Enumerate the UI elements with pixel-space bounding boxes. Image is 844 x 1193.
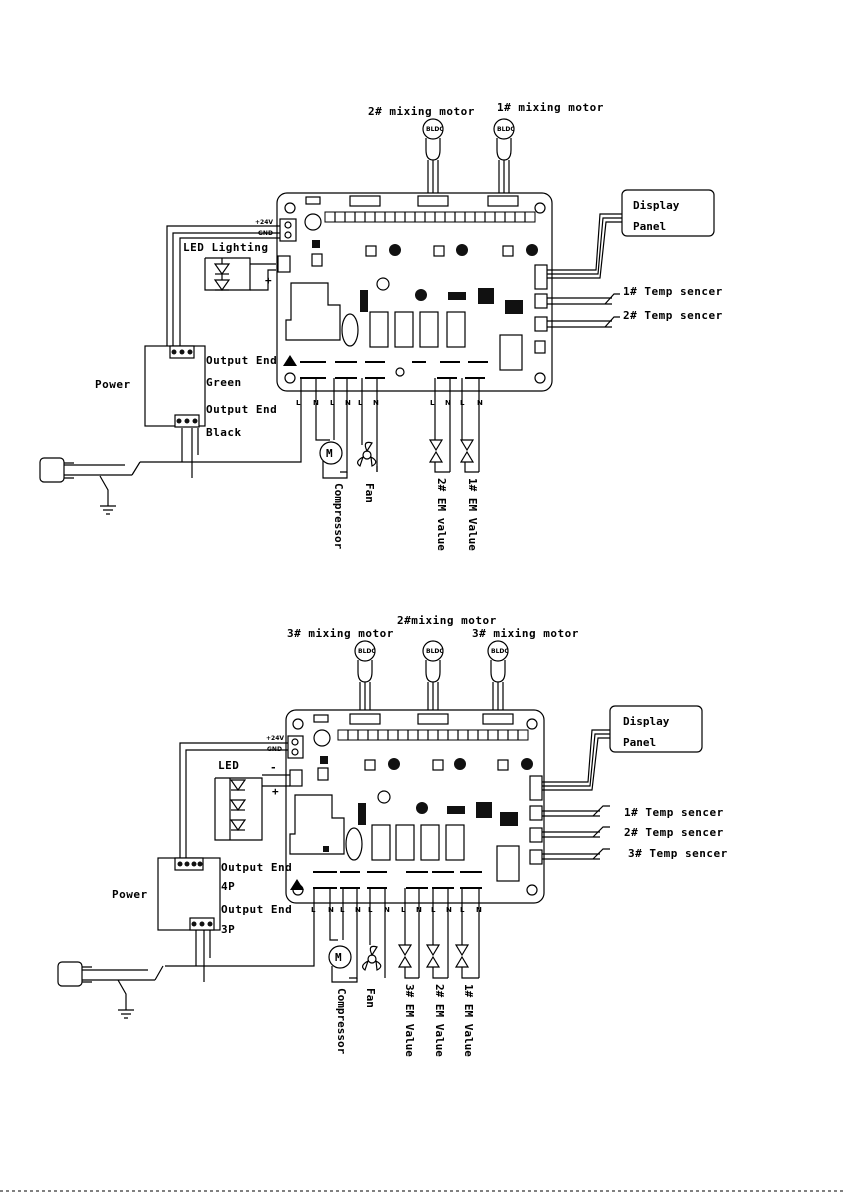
bldc-motor-2: BLDC (422, 118, 444, 196)
power-plug-1 (39, 457, 116, 515)
bldc-motor-c: BLDC (487, 640, 509, 717)
temp-sensor-2-2: 2# Temp sencer (542, 826, 724, 839)
svg-text:N: N (355, 906, 361, 914)
led-lighting-label: LED Lighting (183, 241, 268, 254)
load-label-compressor: Compressor (332, 483, 345, 550)
svg-text:N: N (328, 906, 334, 914)
bldc-motor-b: BLDC (422, 640, 444, 717)
svg-text:N: N (384, 906, 390, 914)
power-plug-2 (57, 961, 134, 1019)
display-panel-2: Display Panel (542, 705, 703, 791)
temp-sensor-2-3: 3# Temp sencer (542, 847, 728, 860)
svg-text:BLDC: BLDC (426, 648, 444, 655)
led-plus-2: + (272, 785, 279, 798)
em-valve-2-3 (397, 944, 419, 979)
svg-text:1# Temp sencer: 1# Temp sencer (624, 806, 724, 819)
output-end-2-1: Output End (221, 861, 292, 874)
bldc-motor-a: BLDC (354, 640, 376, 717)
motor-label-left: 3# mixing motor (287, 627, 394, 640)
output-end-2-note: Black (206, 426, 242, 439)
load-label-em-valve-3: 3# EM Value (403, 984, 416, 1057)
ln-labels-2: L N L N L N L N L N L N (311, 906, 482, 914)
display-panel-1: Display Panel (547, 189, 715, 279)
svg-text:Panel: Panel (623, 736, 656, 749)
load-label-em-valve-1: 1# EM Value (466, 478, 479, 551)
em-valve-2-1 (454, 944, 479, 979)
motor-label-1: 1# mixing motor (497, 101, 604, 114)
output-end-2-2: Output End (221, 903, 292, 916)
svg-text:M: M (335, 951, 342, 964)
temp-sensor-1: 1# Temp sencer (547, 285, 723, 305)
terminal-24v-label-2: +24V (266, 735, 284, 742)
load-label-em-valve-2b: 2# EM Value (433, 984, 446, 1057)
motor-label-top: 2#mixing motor (397, 614, 497, 627)
led-array-2 (214, 769, 303, 841)
power-supply-2 (157, 857, 221, 931)
svg-text:BLDC: BLDC (426, 126, 444, 133)
em-valve-2-2 (425, 944, 448, 979)
output-end-1-note: Green (206, 376, 242, 389)
control-board-2 (285, 709, 545, 904)
output-end-2: Output End (206, 403, 277, 416)
svg-text:Panel: Panel (633, 220, 666, 233)
motor-label-right: 3# mixing motor (472, 627, 579, 640)
svg-text:N: N (477, 399, 483, 407)
svg-text:L: L (330, 399, 335, 407)
compressor-1: M (319, 441, 348, 479)
led-label-2: LED (218, 759, 239, 772)
load-label-fan-2: Fan (364, 988, 377, 1008)
ln-labels-1: L N L N L N L N L N (296, 399, 483, 407)
temp-sensor-2-1: 1# Temp sencer (542, 805, 724, 819)
svg-text:N: N (445, 399, 451, 407)
svg-text:2# Temp sencer: 2# Temp sencer (624, 826, 724, 839)
load-label-fan: Fan (363, 483, 376, 503)
compressor-2: M (328, 945, 358, 983)
svg-text:3# Temp sencer: 3# Temp sencer (628, 847, 728, 860)
svg-text:N: N (345, 399, 351, 407)
control-board-1 (276, 192, 553, 392)
svg-text:BLDC: BLDC (491, 648, 509, 655)
svg-text:BLDC: BLDC (497, 126, 515, 133)
power-label: Power (95, 378, 131, 391)
svg-text:L: L (296, 399, 301, 407)
bldc-motor-1: BLDC (493, 118, 515, 196)
led-minus-2: - (270, 761, 277, 774)
output-end-2-1-note: 4P (221, 880, 235, 893)
output-end-2-2-note: 3P (221, 923, 235, 936)
led-plus: + (265, 274, 272, 287)
power-supply-1 (144, 345, 206, 428)
diagram-1: 2# mixing motor 1# mixing motor BLDC BLD… (39, 101, 723, 551)
svg-text:Display: Display (623, 715, 670, 728)
svg-text:M: M (326, 447, 333, 460)
diagram-2: 2#mixing motor 3# mixing motor 3# mixing… (57, 614, 728, 1057)
fan-2 (362, 945, 382, 971)
em-valve-2 (428, 439, 450, 473)
svg-text:2# Temp sencer: 2# Temp sencer (623, 309, 723, 322)
svg-text:L: L (401, 906, 406, 914)
load-label-em-valve-2: 2# EM value (435, 478, 448, 551)
svg-text:N: N (446, 906, 452, 914)
svg-text:1# Temp sencer: 1# Temp sencer (623, 285, 723, 298)
motor-label-2: 2# mixing motor (368, 105, 475, 118)
load-label-em-valve-1b: 1# EM Value (462, 984, 475, 1057)
svg-text:L: L (430, 399, 435, 407)
output-end-1: Output End (206, 354, 277, 367)
power-label-2: Power (112, 888, 148, 901)
svg-text:L: L (358, 399, 363, 407)
terminal-24v-label: +24V (255, 219, 273, 226)
load-label-compressor-2: Compressor (335, 988, 348, 1055)
fan-1 (357, 440, 378, 472)
svg-text:N: N (373, 399, 379, 407)
svg-text:Display: Display (633, 199, 680, 212)
temp-sensor-2: 2# Temp sencer (547, 309, 723, 328)
em-valve-1 (459, 439, 479, 473)
svg-text:BLDC: BLDC (358, 648, 376, 655)
led-array-1 (204, 255, 291, 292)
